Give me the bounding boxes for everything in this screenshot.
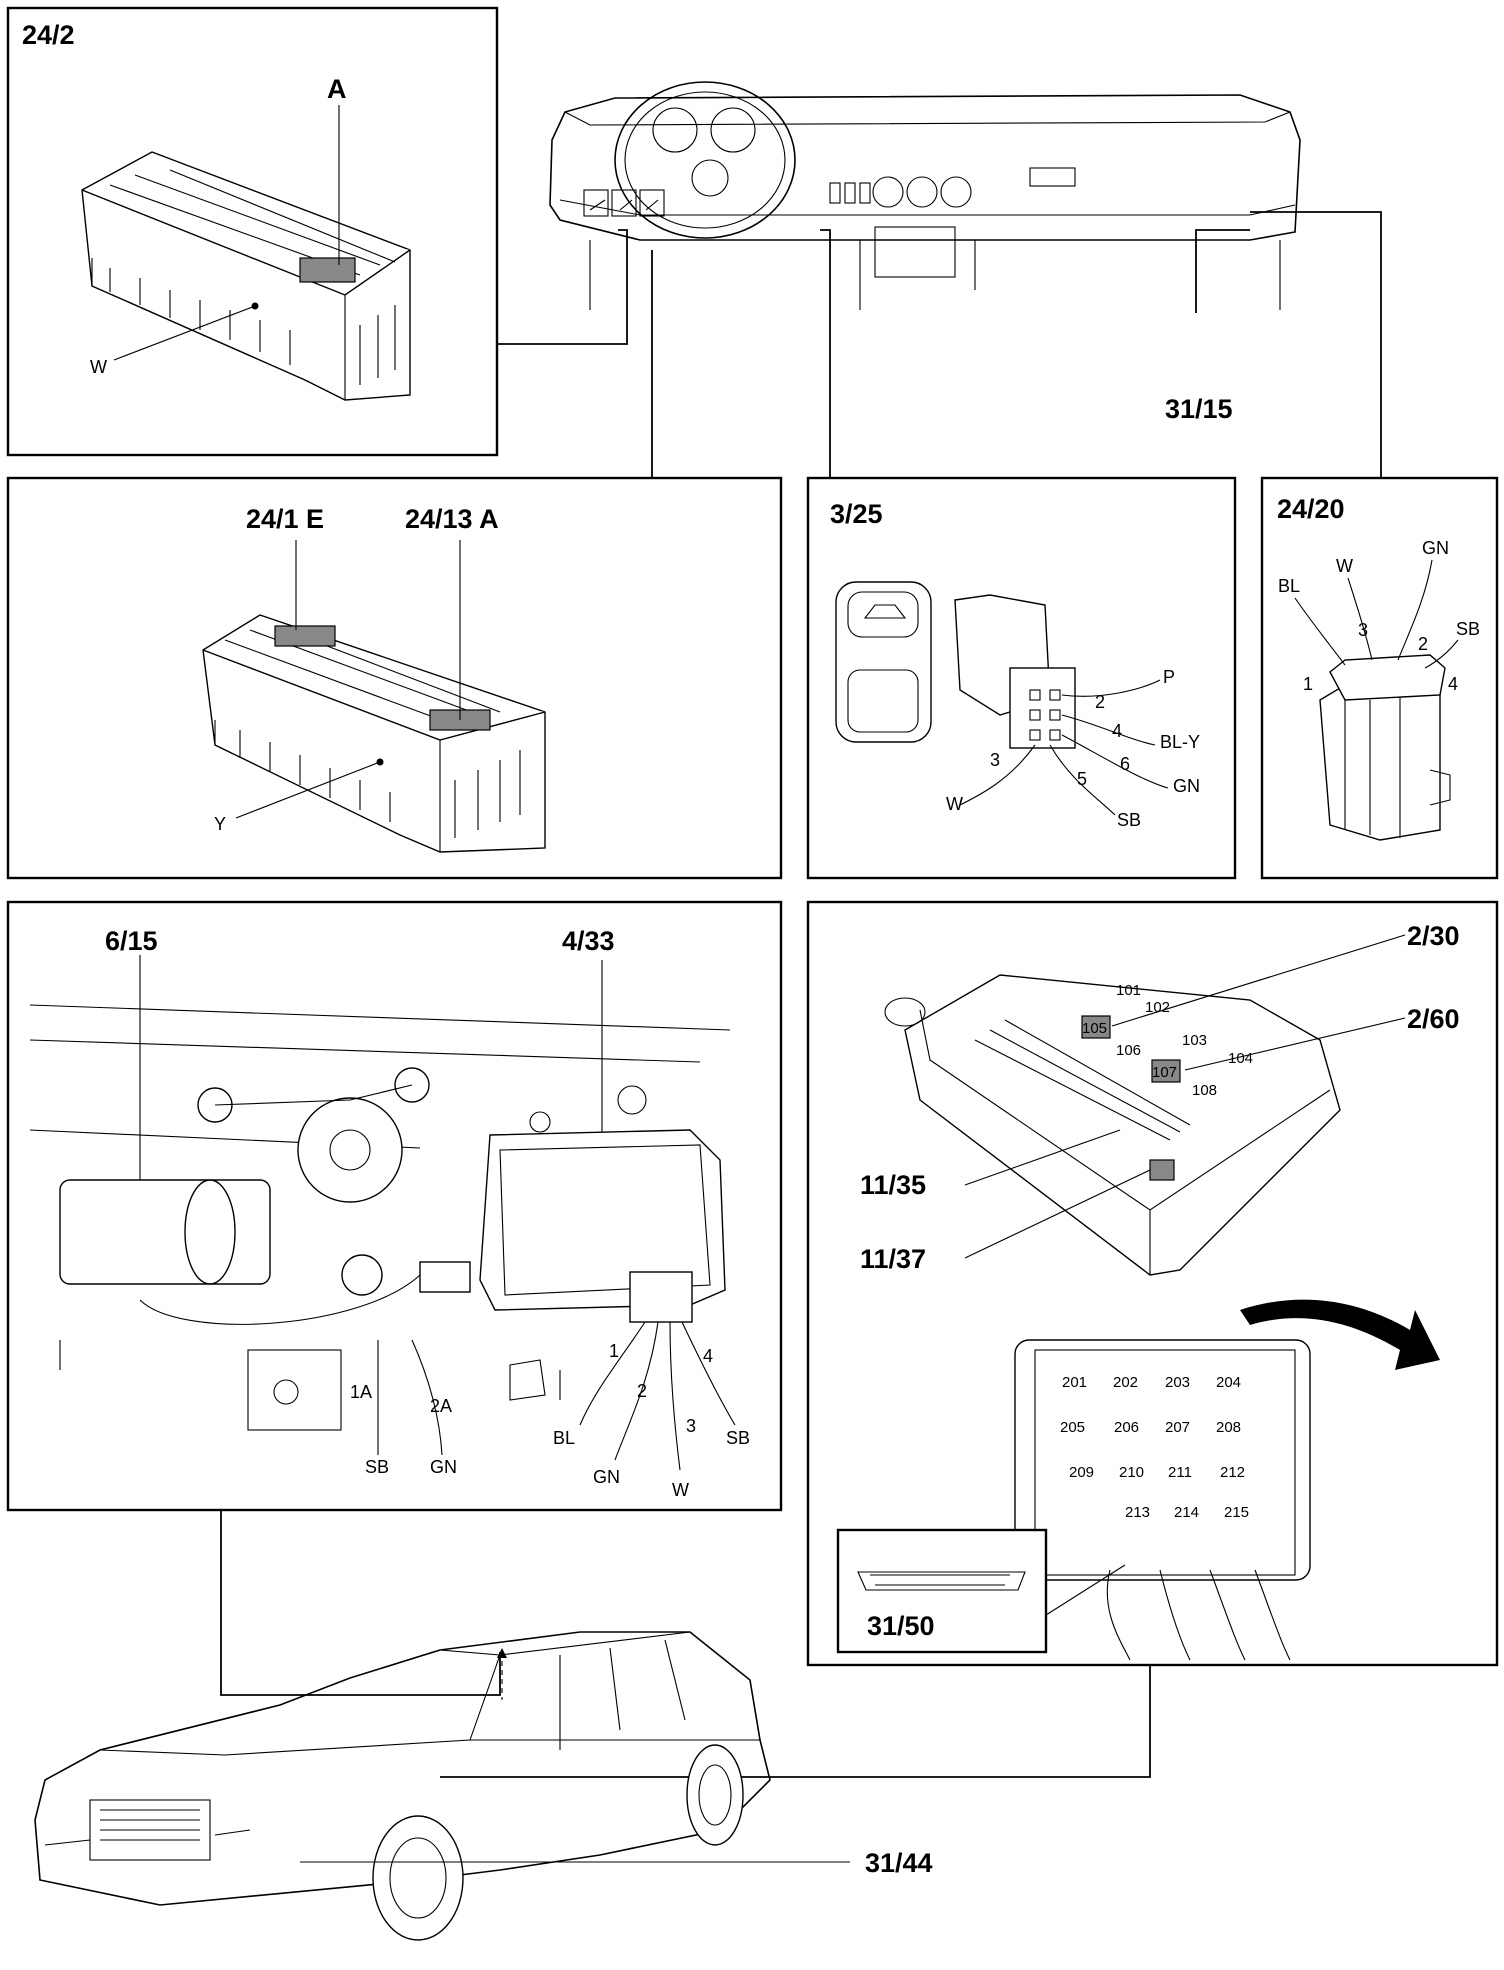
relay-207: 207 bbox=[1165, 1419, 1190, 1436]
label-2-60: 2/60 bbox=[1407, 1004, 1460, 1034]
callout-w-label: W bbox=[90, 357, 107, 377]
panel-motor: 6/15 4/33 1A 2A SB GN 1 2 3 4 bbox=[6, 900, 783, 1512]
wire-sb-left: SB bbox=[365, 1457, 389, 1477]
relay-203: 203 bbox=[1165, 1374, 1190, 1391]
wire-gn-right: GN bbox=[593, 1467, 620, 1487]
inset-31-50: 31/50 bbox=[867, 1611, 935, 1641]
relay-103: 103 bbox=[1182, 1032, 1207, 1049]
pin-5: 5 bbox=[1077, 769, 1087, 789]
relay-213: 213 bbox=[1125, 1504, 1150, 1521]
panel-3-25: 3/25 2 4 6 5 3 P BL-Y GN SB W bbox=[806, 476, 1237, 880]
wire-w-right: W bbox=[672, 1480, 689, 1500]
relay-209: 209 bbox=[1069, 1464, 1094, 1481]
car-illustration: 31/44 bbox=[34, 1631, 933, 1941]
pin-3-right: 3 bbox=[686, 1416, 696, 1436]
panel-24-1: 24/1 E 24/13 A Y bbox=[6, 476, 783, 880]
panel-24-20: 24/20 1 3 2 4 BL W GN SB bbox=[1260, 476, 1499, 880]
label-11-37: 11/37 bbox=[860, 1244, 926, 1274]
relay-108: 108 bbox=[1192, 1082, 1217, 1099]
pin-3: 3 bbox=[990, 750, 1000, 770]
panel-fusebox: 2/30 2/60 11/35 11/37 101 102 105 106 10… bbox=[806, 900, 1499, 1667]
pin-4-right: 4 bbox=[703, 1346, 713, 1366]
relay-107: 107 bbox=[1152, 1064, 1177, 1081]
wire-gn: GN bbox=[1173, 776, 1200, 796]
wire-w: W bbox=[1336, 556, 1353, 576]
relay-215: 215 bbox=[1224, 1504, 1249, 1521]
pin-3: 3 bbox=[1358, 620, 1368, 640]
relay-106: 106 bbox=[1116, 1042, 1141, 1059]
label-6-15: 6/15 bbox=[105, 926, 158, 956]
relay-201: 201 bbox=[1062, 1374, 1087, 1391]
callout-a-label: A bbox=[327, 74, 347, 104]
relay-214: 214 bbox=[1174, 1504, 1199, 1521]
callout-24-13-a: 24/13 A bbox=[405, 504, 499, 534]
wire-gn-left: GN bbox=[430, 1457, 457, 1477]
pin-4: 4 bbox=[1112, 721, 1122, 741]
wire-gn: GN bbox=[1422, 538, 1449, 558]
wire-p: P bbox=[1163, 667, 1175, 687]
relay-205: 205 bbox=[1060, 1419, 1085, 1436]
panel-24-2-label: 24/2 bbox=[22, 20, 75, 50]
pin-4: 4 bbox=[1448, 674, 1458, 694]
wire-bl: BL bbox=[1278, 576, 1300, 596]
wire-bl-right: BL bbox=[553, 1428, 575, 1448]
relay-101: 101 bbox=[1116, 982, 1141, 999]
panel-24-20-label: 24/20 bbox=[1277, 494, 1345, 524]
pin-1-right: 1 bbox=[609, 1341, 619, 1361]
pin-1a: 1A bbox=[350, 1382, 372, 1402]
leader-lines bbox=[220, 211, 1382, 1778]
dash-ref-label: 31/15 bbox=[1165, 394, 1233, 424]
pin-1: 1 bbox=[1303, 674, 1313, 694]
callout-24-1-e: 24/1 E bbox=[246, 504, 324, 534]
callout-y-label: Y bbox=[214, 814, 226, 834]
relay-204: 204 bbox=[1216, 1374, 1241, 1391]
wire-sb: SB bbox=[1117, 810, 1141, 830]
dashboard-illustration: 31/15 bbox=[549, 81, 1301, 424]
label-4-33: 4/33 bbox=[562, 926, 615, 956]
panel-3-25-label: 3/25 bbox=[830, 499, 883, 529]
wire-sb: SB bbox=[1456, 619, 1480, 639]
label-11-35: 11/35 bbox=[860, 1170, 926, 1200]
relay-212: 212 bbox=[1220, 1464, 1245, 1481]
relay-202: 202 bbox=[1113, 1374, 1138, 1391]
wire-sb-right: SB bbox=[726, 1428, 750, 1448]
car-ref-label: 31/44 bbox=[865, 1848, 933, 1878]
wire-bl-y: BL-Y bbox=[1160, 732, 1200, 752]
relay-211: 211 bbox=[1168, 1464, 1192, 1481]
relay-105: 105 bbox=[1082, 1020, 1107, 1037]
label-2-30: 2/30 bbox=[1407, 921, 1460, 951]
wire-w: W bbox=[946, 794, 963, 814]
pin-2: 2 bbox=[1418, 634, 1428, 654]
panel-24-2: 24/2 A W bbox=[6, 6, 499, 457]
relay-208: 208 bbox=[1216, 1419, 1241, 1436]
relay-102: 102 bbox=[1145, 999, 1170, 1016]
pin-6: 6 bbox=[1120, 754, 1130, 774]
pin-2: 2 bbox=[1095, 692, 1105, 712]
relay-104: 104 bbox=[1228, 1050, 1253, 1067]
relay-210: 210 bbox=[1119, 1464, 1144, 1481]
relay-206: 206 bbox=[1114, 1419, 1139, 1436]
